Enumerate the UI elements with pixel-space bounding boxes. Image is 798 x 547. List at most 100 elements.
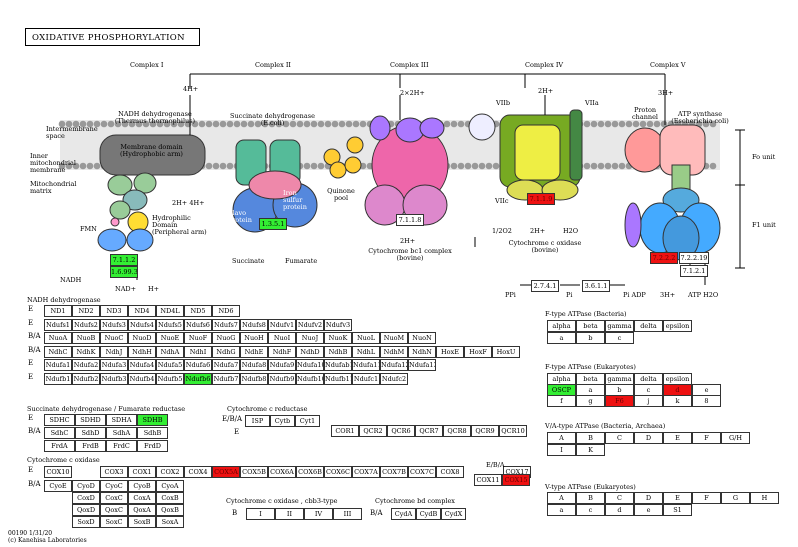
cox-gene-cell[interactable]: COX5A [212,466,240,478]
nadh-gene-cell[interactable]: Ndufa3 [100,359,128,371]
sdh-gene-cell[interactable]: FrdA [44,440,75,452]
nadh-gene-cell[interactable]: Ndufs8 [240,318,268,331]
nadh-gene-cell[interactable]: NdhB [324,345,352,358]
sdh-gene-cell[interactable]: SDHC [44,414,75,426]
nadh-gene-cell[interactable]: ND6 [212,305,240,317]
vtype-bact-cell[interactable]: I [547,444,576,456]
vtype-bact-cell[interactable]: K [576,444,605,456]
nadh-gene-cell[interactable]: NdhM [380,345,408,358]
nadh-gene-cell[interactable]: Ndufb9 [268,372,296,385]
nadh-gene-cell[interactable]: Ndufc2 [380,372,408,385]
ec-1-3-5-1[interactable]: 1.3.5.1 [259,218,287,230]
sdh-gene-cell[interactable]: FrdD [137,440,168,452]
nadh-gene-cell[interactable]: Ndufa12 [380,359,408,371]
cox-gene-cell[interactable]: SoxC [100,516,128,528]
nadh-gene-cell[interactable]: NuoD [128,332,156,344]
nadh-gene-cell[interactable]: ND4 [128,305,156,317]
ec-7-1-1-2[interactable]: 7.1.1.2 [110,254,138,266]
nadh-gene-cell[interactable]: NuoA [44,332,72,344]
cox-gene-cell[interactable]: COX7A [352,466,380,478]
nadh-gene-cell[interactable]: Ndufv2 [296,318,324,331]
ftype-bact-cell[interactable]: b [576,332,605,344]
vtype-euk-cell[interactable]: D [634,492,663,504]
nadh-gene-cell[interactable]: NdhI [184,345,212,358]
nadh-gene-cell[interactable]: NuoC [100,332,128,344]
nadh-gene-cell[interactable]: Ndufab1 [324,359,352,371]
cytc-red-gene-cell[interactable]: Cytb [270,415,295,427]
ftype-euk-cell[interactable]: 8 [692,395,721,407]
nadh-gene-cell[interactable]: Ndufs7 [212,318,240,331]
ec-7-1-1-9[interactable]: 7.1.1.9 [527,193,555,205]
vtype-euk-cell[interactable]: e [634,504,663,516]
bd-gene-cell[interactable]: CydB [416,508,441,520]
nadh-gene-cell[interactable]: NdhA [156,345,184,358]
nadh-gene-cell[interactable]: Ndufb2 [72,372,100,385]
ftype-bact-cell[interactable]: beta [576,320,605,332]
cox-gene-cell[interactable]: COX3 [100,466,128,478]
nadh-gene-cell[interactable]: NuoN [408,332,436,344]
cox-gene-cell[interactable]: COX6A [268,466,296,478]
cox-gene-cell[interactable]: COX7C [408,466,436,478]
vtype-euk-cell[interactable]: B [576,492,605,504]
cox-gene-cell[interactable]: COX15 [502,474,530,486]
ftype-euk-cell[interactable]: k [663,395,692,407]
vtype-bact-cell[interactable]: D [634,432,663,444]
cytc-red-gene-cell[interactable]: QCR6 [387,425,415,437]
nadh-gene-cell[interactable]: Ndufb11 [324,372,352,385]
ec-7-1-1-8[interactable]: 7.1.1.8 [396,214,424,226]
cox-gene-cell[interactable]: COX5B [240,466,268,478]
nadh-gene-cell[interactable]: NdhG [212,345,240,358]
cytc-red-gene-cell[interactable]: Cyt1 [295,415,320,427]
ec-2-7-4-1[interactable]: 2.7.4.1 [531,280,559,292]
nadh-gene-cell[interactable]: Ndufa5 [156,359,184,371]
sdh-gene-cell[interactable]: SdhC [44,427,75,439]
nadh-gene-cell[interactable]: NdhL [352,345,380,358]
cytc-red-gene-cell[interactable]: QCR10 [499,425,527,437]
vtype-euk-cell[interactable]: H [750,492,779,504]
nadh-gene-cell[interactable]: NuoB [72,332,100,344]
nadh-gene-cell[interactable]: Ndufv3 [324,318,352,331]
cox-gene-cell[interactable]: COX2 [156,466,184,478]
nadh-gene-cell[interactable]: Ndufc1 [352,372,380,385]
nadh-gene-cell[interactable]: NuoH [240,332,268,344]
nadh-gene-cell[interactable]: ND3 [100,305,128,317]
ftype-bact-cell[interactable]: delta [634,320,663,332]
nadh-gene-cell[interactable]: Ndufa10 [296,359,324,371]
nadh-gene-cell[interactable]: Ndufs3 [100,318,128,331]
vtype-euk-cell[interactable]: C [605,492,634,504]
nadh-gene-cell[interactable]: NdhJ [100,345,128,358]
ftype-bact-cell[interactable]: c [605,332,634,344]
cox-gene-cell[interactable]: COX8 [436,466,464,478]
sdh-gene-cell[interactable]: FrdC [106,440,137,452]
sdh-gene-cell[interactable]: SDHA [106,414,137,426]
ec-7-2-2-2[interactable]: 7.2.2.2 [650,252,678,264]
nadh-gene-cell[interactable]: ND4L [156,305,184,317]
nadh-gene-cell[interactable]: Ndufa11 [352,359,380,371]
vtype-euk-cell[interactable]: G [721,492,750,504]
cytc-red-gene-cell[interactable]: ISP [245,415,270,427]
ftype-euk-cell[interactable]: g [576,395,605,407]
ec-7-2-2-19[interactable]: 7.2.2.19 [679,252,709,264]
sdh-gene-cell[interactable]: SdhD [75,427,106,439]
nadh-gene-cell[interactable]: NuoF [184,332,212,344]
nadh-gene-cell[interactable]: HoxF [464,345,492,358]
cox-gene-cell[interactable]: SoxB [128,516,156,528]
nadh-gene-cell[interactable]: Ndufb10 [296,372,324,385]
nadh-gene-cell[interactable]: NuoL [352,332,380,344]
cbb3-gene-cell[interactable]: IV [304,508,333,520]
cox-gene-cell[interactable]: CoxC [100,492,128,504]
cox-gene-cell[interactable]: CoxA [128,492,156,504]
cox-gene-cell[interactable]: COX1 [128,466,156,478]
cox-gene-cell[interactable]: COX6C [324,466,352,478]
sdh-gene-cell[interactable]: FrdB [75,440,106,452]
vtype-euk-cell[interactable]: A [547,492,576,504]
cytc-red-gene-cell[interactable]: QCR7 [415,425,443,437]
nadh-gene-cell[interactable]: Ndufa7 [212,359,240,371]
nadh-gene-cell[interactable]: Ndufa2 [72,359,100,371]
bd-gene-cell[interactable]: CydA [391,508,416,520]
nadh-gene-cell[interactable]: Ndufb8 [240,372,268,385]
nadh-gene-cell[interactable]: Ndufb1 [44,372,72,385]
nadh-gene-cell[interactable]: HoxU [492,345,520,358]
ec-7-1-2-1[interactable]: 7.1.2.1 [680,265,708,277]
nadh-gene-cell[interactable]: NuoM [380,332,408,344]
